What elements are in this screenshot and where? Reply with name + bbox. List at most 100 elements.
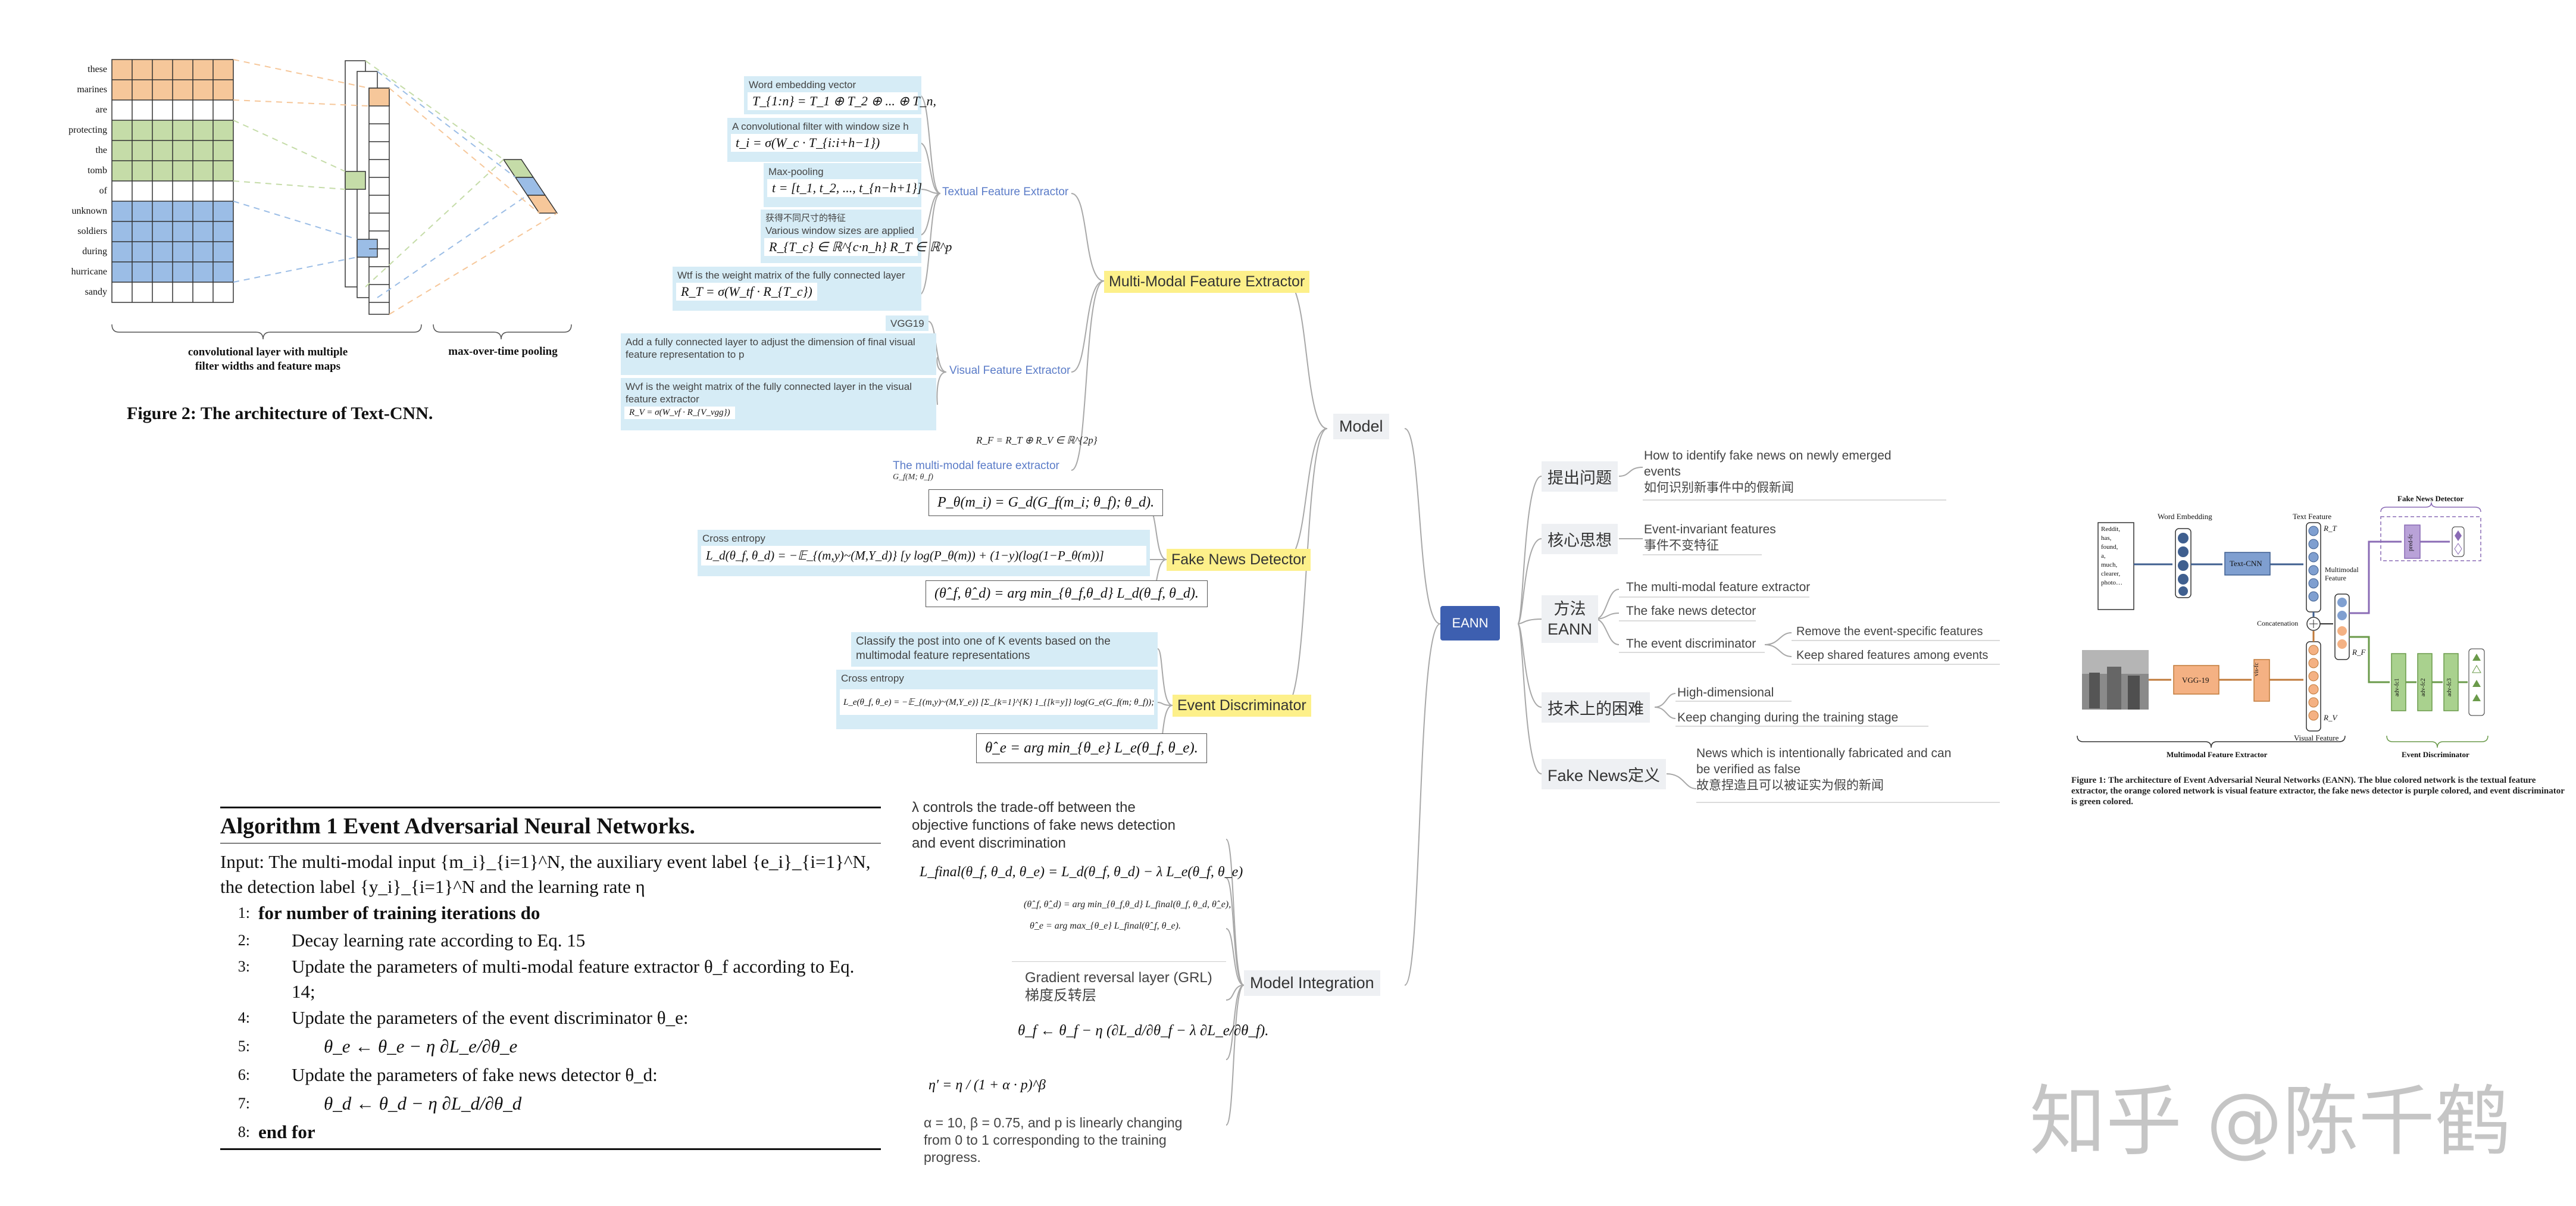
algo-line: 1: for number of training iterations do: [220, 899, 881, 927]
wvf-label: Wvf is the weight matrix of the fully co…: [626, 381, 912, 405]
algo-line: 8: end for: [220, 1118, 881, 1146]
eann-word-embedding-label: Word Embedding: [2158, 512, 2212, 521]
algorithm-box: Algorithm 1 Event Adversarial Neural Net…: [220, 807, 881, 1150]
vgg-box[interactable]: VGG19: [886, 315, 929, 331]
ed-ce-label: Cross entropy: [841, 673, 904, 684]
word: during: [82, 246, 107, 257]
conv-eq: t_i = σ(W_c · T_{i:i+h−1}): [731, 134, 918, 152]
method-node[interactable]: 方法 EANN: [1542, 595, 1599, 643]
algo-line: 2: Decay learning rate according to Eq. …: [220, 927, 881, 954]
ed-classify-box[interactable]: Classify the post into one of K events b…: [851, 632, 1158, 667]
fnd-ce-label: Cross entropy: [702, 533, 765, 544]
algo-line-text: end for: [258, 1121, 315, 1142]
algo-bottom-rule: [220, 1148, 881, 1150]
fnd-ce-box[interactable]: Cross entropy L_d(θ_f, θ_d) = −𝔼_{(m,y)~…: [698, 530, 1150, 576]
difficulty-node[interactable]: 技术上的困难: [1542, 692, 1650, 723]
mm-fe-node[interactable]: The multi-modal feature extractor G_f(M;…: [893, 460, 1059, 482]
eann-fnd-label: Fake News Detector: [2397, 494, 2464, 503]
eann-rv-label: R_V: [2324, 713, 2337, 722]
eann-mm-feature-label: Multimodal Feature: [2325, 565, 2359, 582]
conv-box[interactable]: A convolutional filter with window size …: [727, 118, 921, 162]
algo-line-num: 1:: [237, 904, 250, 921]
method-sub-2: Keep shared features among events: [1796, 649, 1989, 662]
ed-classify-label: Classify the post into one of K events b…: [856, 635, 1111, 662]
connector-lines: [233, 59, 558, 315]
model-node[interactable]: Model: [1333, 414, 1389, 439]
word-emb-eq: T_{1:n} = T_1 ⊕ T_2 ⊕ ... ⊕ T_n,: [748, 92, 936, 110]
grl-text: Gradient reversal layer (GRL) 梯度反转层: [1025, 970, 1212, 1004]
eann-visual-feature-label: Visual Feature: [2294, 733, 2339, 742]
window-box[interactable]: 获得不同尺寸的特征 Various window sizes are appli…: [761, 210, 952, 263]
vis-fc-label: Add a fully connected layer to adjust th…: [626, 336, 915, 360]
alpha-text: α = 10, β = 0.75, and p is linearly chan…: [924, 1115, 1183, 1165]
word-emb-box[interactable]: Word embedding vector T_{1:n} = T_1 ⊕ T_…: [744, 76, 936, 114]
eann-visfc-label: vis-fc: [2253, 663, 2260, 676]
algo-line: 5: θ_e ← θ_e − η ∂L_e/∂θ_e: [220, 1032, 881, 1061]
algo-line-text: for number of training iterations do: [258, 902, 540, 923]
method-leaf-2: The fake news detector: [1626, 604, 1756, 618]
algo-line: 6: Update the parameters of fake news de…: [220, 1061, 881, 1089]
word: unknown: [71, 206, 107, 216]
wvf-box[interactable]: Wvf is the weight matrix of the fully co…: [621, 378, 936, 430]
algo-line: 7: θ_d ← θ_d − η ∂L_d/∂θ_d: [220, 1089, 881, 1118]
textual-fe-node[interactable]: Textual Feature Extractor: [942, 186, 1069, 198]
eann-mfe-label: Multimodal Feature Extractor: [2167, 750, 2268, 759]
algo-line: 3: Update the parameters of multi-modal …: [220, 954, 881, 1004]
idea-leaf: Event-invariant features 事件不变特征: [1644, 523, 1776, 552]
algo-line-num: 4:: [237, 1009, 250, 1026]
difficulty-leaf-2: Keep changing during the training stage: [1677, 711, 1899, 724]
algo-line-num: 8:: [237, 1123, 250, 1141]
word: are: [95, 105, 107, 115]
definition-node[interactable]: Fake News定义: [1542, 759, 1667, 789]
maxpool-box[interactable]: Max-pooling t = [t_1, t_2, ..., t_{n−h+1…: [764, 163, 922, 207]
ed-ce-box[interactable]: Cross entropy L_e(θ_f, θ_e) = −𝔼_{(m,y)~…: [836, 670, 1158, 729]
ed-eq2: θ̂_e = arg min_{θ_e} L_e(θ_f, θ_e).: [976, 733, 1207, 763]
word: tomb: [87, 165, 107, 176]
eta-eq: η′ = η / (1 + α · p)^β: [929, 1077, 1046, 1093]
problem-node[interactable]: 提出问题: [1542, 461, 1618, 492]
model-integration-node[interactable]: Model Integration: [1244, 970, 1380, 996]
word: protecting: [68, 125, 107, 135]
eann-textcnn-label: Text-CNN: [2230, 559, 2262, 568]
word: hurricane: [71, 267, 107, 277]
mi-eq2: θ̂_e = arg max_{θ_e} L_final(θ̂_f, θ_e).: [1030, 921, 1181, 931]
fnd-node[interactable]: Fake News Detector: [1167, 549, 1311, 571]
algo-input: Input: The multi-modal input {m_i}_{i=1}…: [220, 851, 871, 897]
algo-line-num: 5:: [237, 1038, 250, 1055]
eann-rt-label: R_T: [2324, 524, 2337, 533]
eann-advfc3-label: adv-fc3: [2446, 678, 2453, 696]
algo-line-num: 7:: [237, 1095, 250, 1112]
algo-line-num: 3:: [237, 958, 250, 975]
wtf-box[interactable]: Wtf is the weight matrix of the fully co…: [673, 267, 921, 311]
word-emb-label: Word embedding vector: [749, 79, 856, 90]
word: these: [87, 64, 107, 74]
vgg-label: VGG19: [890, 318, 924, 329]
textcnn-caption: Figure 2: The architecture of Text-CNN.: [127, 404, 433, 423]
braces: [111, 324, 572, 340]
ed-node[interactable]: Event Discriminator: [1173, 695, 1311, 717]
wvf-eq: R_V = σ(W_vf · R_{V_vgg}): [624, 407, 735, 419]
vis-fc-box[interactable]: Add a fully connected layer to adjust th…: [621, 333, 936, 375]
wtf-label: Wtf is the weight matrix of the fully co…: [677, 270, 905, 281]
algo-line-text: Decay learning rate according to Eq. 15: [292, 930, 586, 951]
watermark: 知乎 @陈千鹤: [2030, 1077, 2511, 1166]
algo-top-rule: [220, 807, 881, 808]
eann-input-text: Reddit, has, found, a, much, clearer, ph…: [2101, 526, 2123, 586]
idea-node[interactable]: 核心思想: [1542, 524, 1618, 554]
algo-line-text: Update the parameters of multi-modal fea…: [292, 956, 855, 1002]
mmfe-node[interactable]: Multi-Modal Feature Extractor: [1104, 271, 1310, 293]
eann-ed-label: Event Discriminator: [2402, 750, 2469, 759]
root-node[interactable]: EANN: [1440, 606, 1500, 641]
eann-text-feature-label: Text Feature: [2293, 512, 2332, 521]
window-eq: R_{T_c} ∈ ℝ^{c·n_h} R_T ∈ ℝ^p: [764, 238, 952, 256]
problem-leaf: How to identify fake news on newly emerg…: [1644, 449, 1892, 495]
fnd-eq1: P_θ(m_i) = G_d(G_f(m_i; θ_f); θ_d).: [929, 489, 1164, 516]
conv-label: A convolutional filter with window size …: [732, 121, 909, 132]
algo-line: 4: Update the parameters of the event di…: [220, 1004, 881, 1032]
wtf-eq: R_T = σ(W_tf · R_{T_c}): [676, 283, 817, 301]
visual-fe-node[interactable]: Visual Feature Extractor: [949, 364, 1071, 377]
mm-fe-sub: G_f(M; θ_f): [893, 473, 933, 482]
eann-vgg-label: VGG-19: [2182, 676, 2209, 685]
textcnn-diagram: [111, 59, 572, 340]
algo-line-text: Update the parameters of fake news detec…: [292, 1064, 658, 1085]
